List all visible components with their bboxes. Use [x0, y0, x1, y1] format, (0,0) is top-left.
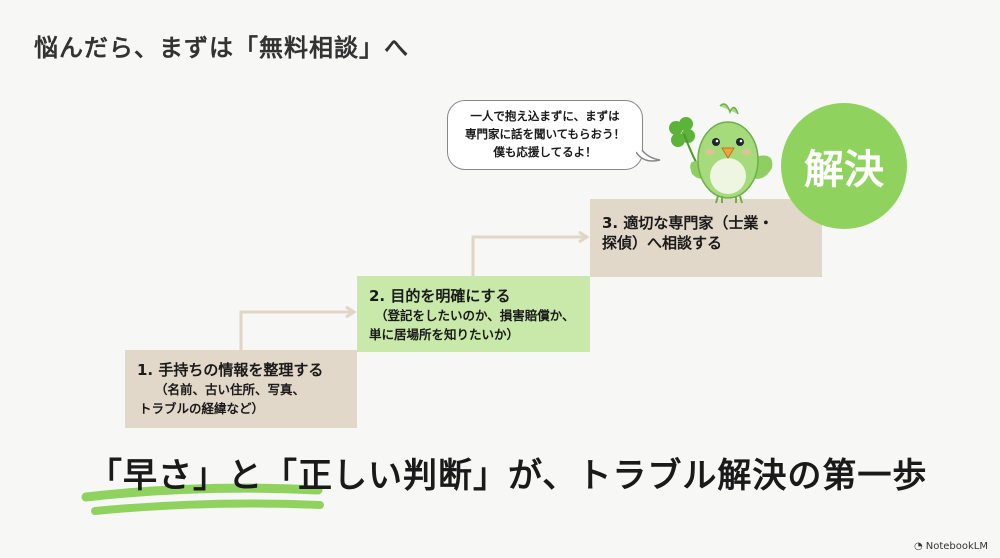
goal-circle: 解決 [781, 103, 907, 229]
step-1-box: 1. 手持ちの情報を整理する （名前、古い住所、写真、 トラブルの経緯など） [125, 350, 357, 428]
speech-bubble: 一人で抱え込まずに、まずは 専門家に話を聞いてもらおう！ 僕も応援してるよ！ [447, 100, 643, 170]
step-1-detail: （名前、古い住所、写真、 [155, 382, 306, 397]
arrow-step1-to-step2 [239, 310, 352, 350]
speech-line: 僕も応援してるよ！ [493, 145, 597, 159]
step-2-detail: （登記をしたいのか、損害賠償か、 [375, 308, 575, 323]
bird-mascot-icon [669, 103, 773, 204]
step-3-heading: 3. 適切な専門家（士業・ [602, 214, 774, 232]
footer-brand: ◔ NotebookLM [914, 541, 988, 552]
clover-icon [669, 117, 697, 163]
arrow-step2-to-step3 [471, 235, 585, 276]
speech-bubble-tail [636, 150, 661, 162]
notebooklm-logo-icon: ◔ [914, 541, 923, 552]
goal-label: 解決 [804, 147, 884, 193]
slide-title: 悩んだら、まずは「無料相談」へ [34, 34, 409, 62]
step-2-heading: 2. 目的を明確にする [369, 287, 511, 305]
step-1-heading: 1. 手持ちの情報を整理する [137, 361, 324, 379]
footer-brand-label: NotebookLM [925, 541, 988, 552]
step-1-detail: トラブルの経緯など） [139, 401, 265, 416]
step-3-heading: 探偵）へ相談する [602, 234, 723, 252]
step-2-box: 2. 目的を明確にする （登記をしたいのか、損害賠償か、 単に居場所を知りたいか… [357, 276, 590, 352]
speech-line: 一人で抱え込まずに、まずは [470, 109, 620, 123]
step-3-box: 3. 適切な専門家（士業・ 探偵）へ相談する [590, 199, 822, 277]
speech-line: 専門家に話を聞いてもらおう！ [464, 127, 626, 141]
step-2-detail: 単に居場所を知りたいか） [369, 327, 520, 342]
bottom-message: 「早さ」と「正しい判断」が、トラブル解決の第一歩 [88, 456, 928, 496]
